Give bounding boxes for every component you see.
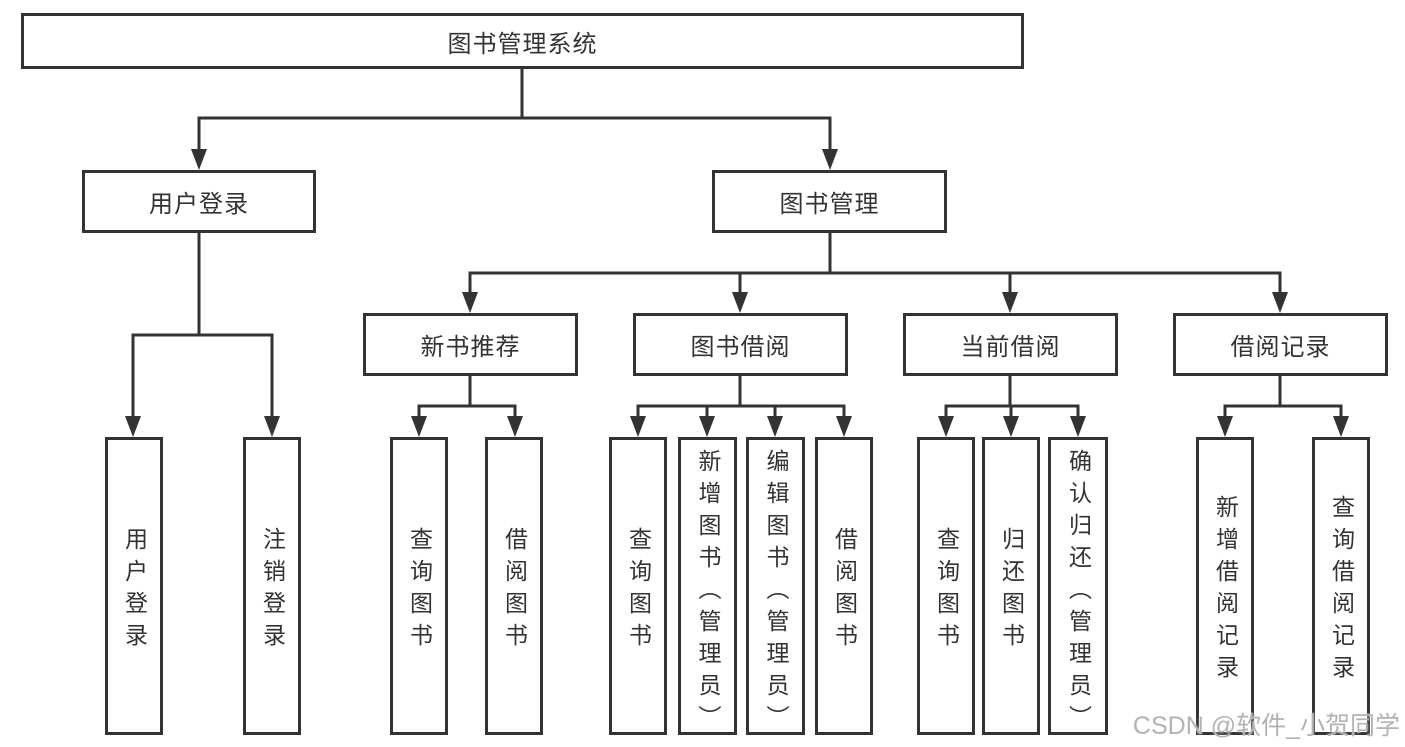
node-leaf-query-books-3: 查询图书: [917, 437, 975, 735]
node-leaf-return-books: 归还图书: [982, 437, 1040, 735]
node-leaf-borrow-books-1: 借阅图书: [485, 437, 543, 735]
node-book-management: 图书管理: [712, 170, 947, 233]
node-new-book-recommend: 新书推荐: [363, 313, 578, 376]
node-borrow-records: 借阅记录: [1173, 313, 1388, 376]
node-leaf-edit-books-admin: 编辑图书（管理员）: [746, 437, 805, 737]
node-leaf-logout: 注销登录: [243, 437, 301, 735]
node-book-borrow: 图书借阅: [633, 313, 848, 376]
csdn-watermark: CSDN @软件_小贺同学: [1132, 712, 1400, 740]
node-leaf-query-borrow-record: 查询借阅记录: [1312, 437, 1370, 735]
node-leaf-borrow-books-2: 借阅图书: [815, 437, 873, 735]
node-leaf-query-books-1: 查询图书: [390, 437, 448, 735]
node-leaf-user-login: 用户登录: [105, 437, 163, 735]
node-leaf-query-books-2: 查询图书: [609, 437, 667, 735]
node-user-login: 用户登录: [82, 170, 316, 233]
node-leaf-confirm-return-admin: 确认归还（管理员）: [1048, 437, 1108, 737]
node-leaf-add-borrow-record: 新增借阅记录: [1196, 437, 1254, 735]
arrowhead-icons: [125, 149, 1349, 437]
node-root: 图书管理系统: [21, 13, 1024, 69]
node-leaf-add-books-admin: 新增图书（管理员）: [678, 437, 737, 737]
node-current-borrow: 当前借阅: [903, 313, 1118, 376]
